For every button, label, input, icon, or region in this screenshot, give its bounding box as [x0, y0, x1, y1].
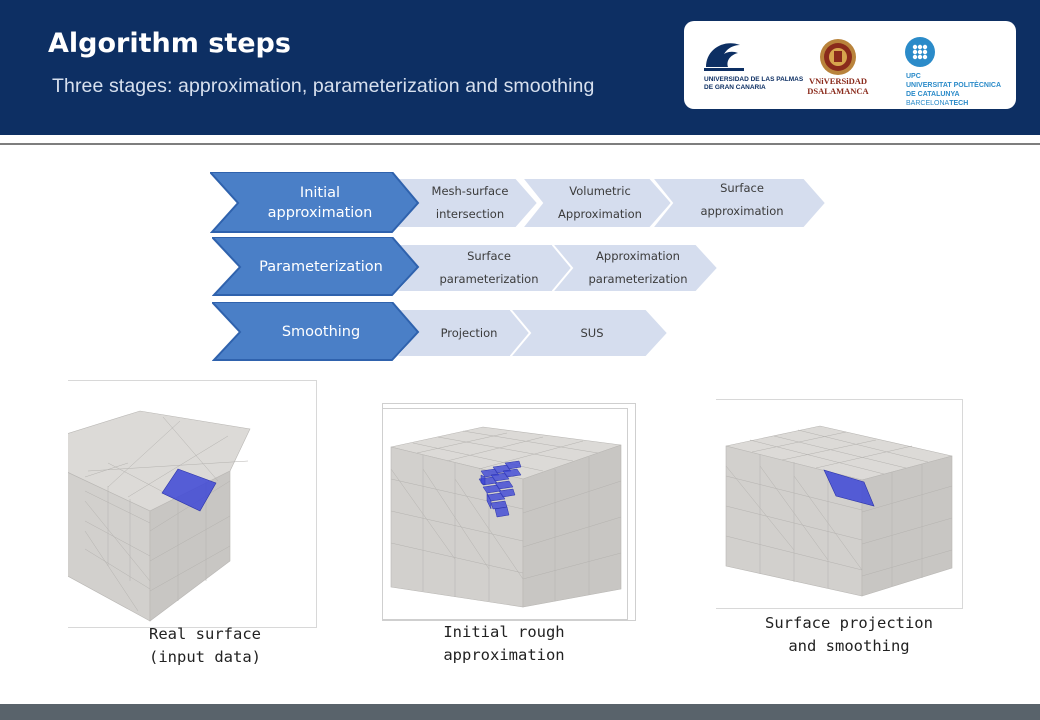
chevron-shape	[652, 178, 826, 228]
mesh-cube-render	[68, 410, 251, 622]
upc-logo-icon	[905, 37, 935, 67]
upc-line1: UNIVERSITAT POLITÈCNICA	[906, 80, 1001, 89]
chevron-shape	[510, 309, 668, 357]
chevron-shape	[212, 302, 420, 361]
caption-real-surface: Real surface (input data)	[149, 625, 261, 666]
step-label: Projection	[440, 325, 498, 340]
rough-voxel-patch	[478, 460, 522, 518]
figure-real-surface	[68, 380, 317, 628]
svg-text:BARCELONATECH: BARCELONATECH	[906, 100, 968, 107]
caption-initial-approximation: Initial rough approximation	[443, 623, 565, 664]
upc-line3a: BARCELONA	[906, 100, 950, 107]
upc-badge: UPC	[906, 73, 921, 80]
figure-initial-approximation-front	[382, 408, 628, 620]
step-sus: SUS	[510, 309, 668, 357]
surface-patch	[161, 468, 217, 512]
page-subtitle: Three stages: approximation, parameteriz…	[52, 75, 595, 97]
stage-smoothing: Smoothing	[212, 302, 420, 362]
page-title: Algorithm steps	[48, 28, 291, 59]
institution-logos: UNIVERSIDAD DE LAS PALMAS DE GRAN CANARI…	[704, 37, 1001, 107]
ulpgc-logo-icon	[704, 43, 744, 71]
stage-label: Parameterization	[259, 259, 383, 275]
chevron-shape	[552, 244, 718, 292]
surface-patch	[823, 469, 875, 507]
stage-parameterization: Parameterization	[212, 237, 420, 297]
header-divider	[0, 143, 1040, 145]
mesh-cube-render	[390, 426, 622, 608]
usal-line1: VNiVERSiDAD	[809, 76, 867, 86]
caption-surface-projection: Surface projection and smoothing	[765, 614, 933, 655]
chevron-shape	[522, 178, 672, 228]
chevron-shape	[212, 237, 420, 296]
header-bar: Algorithm steps Three stages: approximat…	[0, 0, 1040, 135]
ulpgc-line2: DE GRAN CANARIA	[704, 84, 766, 91]
usal-seal-icon	[820, 39, 856, 75]
usal-line2: DSALAMANCA	[807, 86, 869, 96]
step-label: SUS	[580, 325, 604, 340]
mesh-cube-render	[725, 425, 953, 597]
upc-line3b: TECH	[949, 100, 968, 107]
figure-surface-projection	[716, 399, 963, 609]
chevron-shape	[210, 172, 420, 233]
upc-line2: DE CATALUNYA	[906, 91, 960, 98]
stage-label: Smoothing	[281, 324, 361, 340]
logos-panel: UNIVERSIDAD DE LAS PALMAS DE GRAN CANARI…	[684, 21, 1016, 109]
ulpgc-line1: UNIVERSIDAD DE LAS PALMAS	[704, 76, 804, 83]
footer-bar	[0, 704, 1040, 720]
